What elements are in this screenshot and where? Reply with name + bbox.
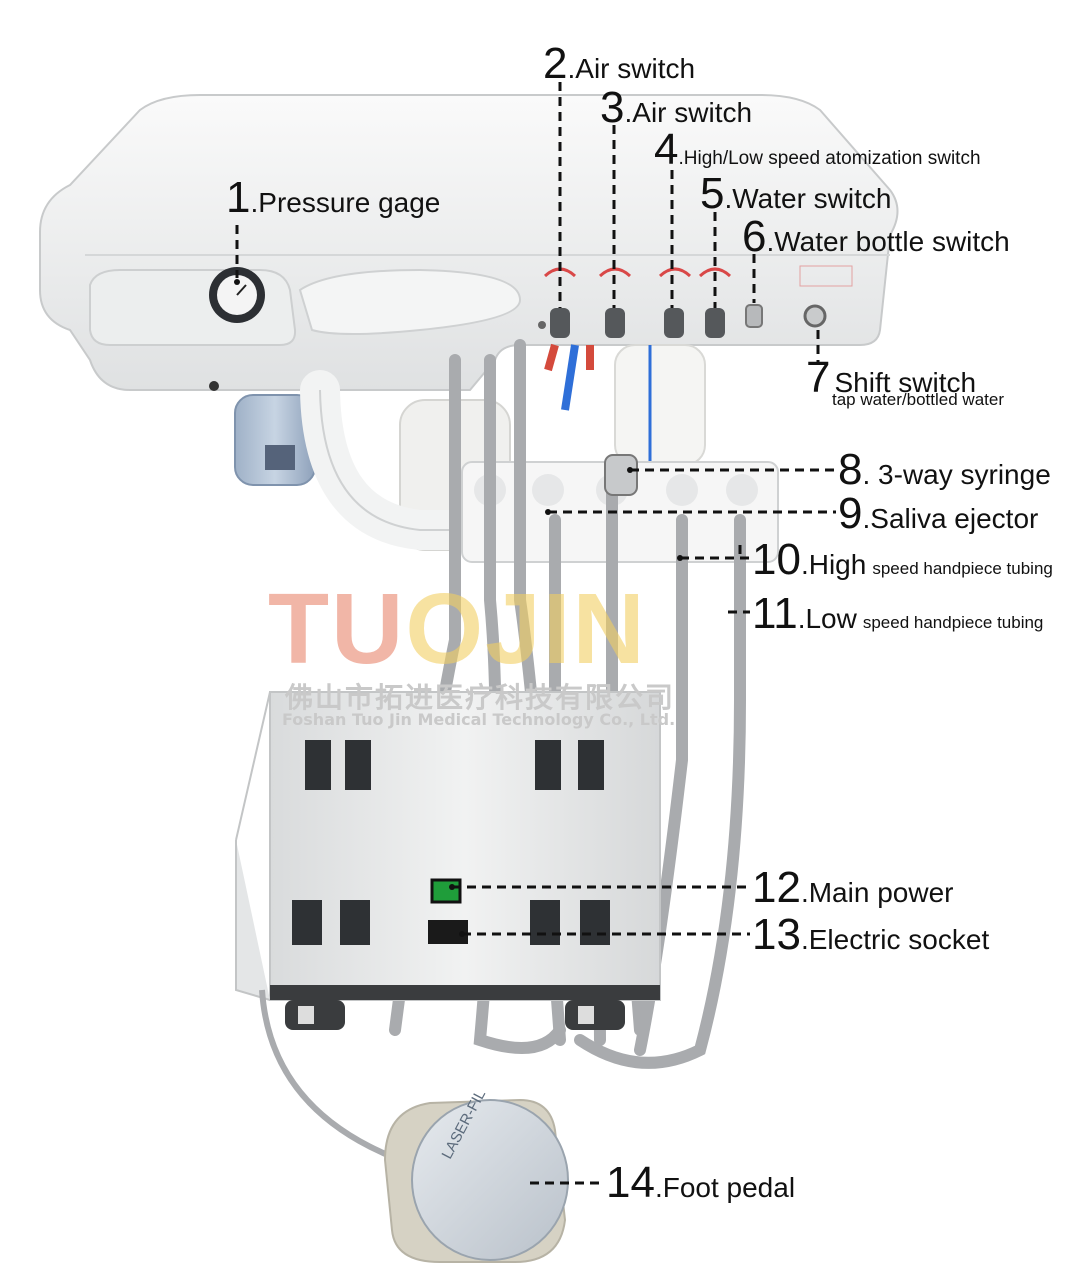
air-switch-knob (550, 308, 570, 338)
label-3-way-syringe: 8. 3-way syringe (838, 448, 1051, 492)
power-box (235, 691, 661, 1001)
label-number: 4 (654, 125, 679, 174)
label-text: .High/Low speed atomization switch (678, 148, 981, 169)
label-number: 10 (752, 535, 801, 584)
syringe-head (604, 454, 638, 496)
label-text: .Water switch (724, 183, 892, 214)
water-switch-knob (705, 308, 725, 338)
label-number: 2 (543, 39, 568, 88)
main-power-switch (430, 878, 462, 904)
leader-lines (235, 82, 836, 1185)
colored-tubes (544, 343, 594, 411)
label-number: 5 (700, 169, 725, 218)
label-text: .Air switch (567, 53, 696, 84)
label-number: 11 (752, 589, 798, 638)
label-high-speed-tubing: 10.High speed handpiece tubing (752, 538, 1053, 582)
shift-switch-knob (803, 304, 827, 328)
label-saliva-ejector: 9.Saliva ejector (838, 492, 1038, 536)
water-bottle-switch-knob (745, 304, 763, 328)
label-text: .Main power (800, 877, 954, 908)
label-air-switch-2: 3.Air switch (600, 86, 752, 130)
pedal-cable (259, 989, 402, 1163)
label-electric-socket: 13.Electric socket (752, 913, 989, 957)
label-text-small: speed handpiece tubing (872, 559, 1053, 578)
label-number: 1 (226, 173, 251, 222)
brand-watermark-part: OJIN (405, 573, 647, 685)
label-text: .Saliva ejector (862, 503, 1039, 534)
label-number: 7 (806, 353, 831, 402)
company-watermark-cn: 佛山市拓进医疗科技有限公司 (285, 681, 676, 714)
label-number: 12 (752, 863, 801, 912)
label-main-power: 12.Main power (752, 866, 953, 910)
water-bottle (614, 344, 706, 466)
label-text: .Electric socket (800, 924, 990, 955)
label-text: .Foot pedal (654, 1172, 796, 1203)
label-text: .Low (797, 603, 857, 634)
company-watermark-en: Foshan Tuo Jin Medical Technology Co., L… (282, 710, 676, 729)
label-text-small: speed handpiece tubing (862, 613, 1044, 632)
brand-watermark-part: TU (268, 573, 406, 685)
label-water-bottle-switch: 6.Water bottle switch (742, 215, 1010, 259)
label-text: Shift switch (834, 367, 977, 398)
label-number: 6 (742, 212, 767, 261)
label-pressure-gage: 1.Pressure gage (226, 176, 440, 220)
instrument-holder (461, 461, 779, 563)
wheel (285, 1000, 345, 1030)
label-number: 8 (838, 445, 863, 494)
label-low-speed-tubing: 11.Low speed handpiece tubing (752, 592, 1043, 636)
label-number: 13 (752, 910, 801, 959)
label-atomization-switch: 4.High/Low speed atomization switch (654, 128, 981, 172)
label-number: 9 (838, 489, 863, 538)
label-text: .Pressure gage (250, 187, 441, 218)
foot-pedal: LASER-FIL (383, 1087, 569, 1263)
label-text: .Water bottle switch (766, 226, 1010, 257)
label-text: .Air switch (624, 97, 753, 128)
label-shift-switch-sub: tap water/bottled water (832, 390, 1004, 409)
label-water-switch: 5.Water switch (700, 172, 891, 216)
waste-bottle (234, 394, 316, 486)
label-text: .High (800, 549, 867, 580)
label-air-switch-1: 2.Air switch (543, 42, 695, 86)
label-text: . 3-way syringe (862, 459, 1051, 490)
atomization-switch-knob (664, 308, 684, 338)
pressure-gauge-icon (209, 267, 265, 323)
wheel (565, 1000, 625, 1030)
label-foot-pedal: 14.Foot pedal (606, 1161, 795, 1205)
brand-watermark: TUOJIN (268, 572, 647, 687)
label-number: 14 (606, 1158, 655, 1207)
air-switch-knob (605, 308, 625, 338)
label-number: 3 (600, 83, 625, 132)
